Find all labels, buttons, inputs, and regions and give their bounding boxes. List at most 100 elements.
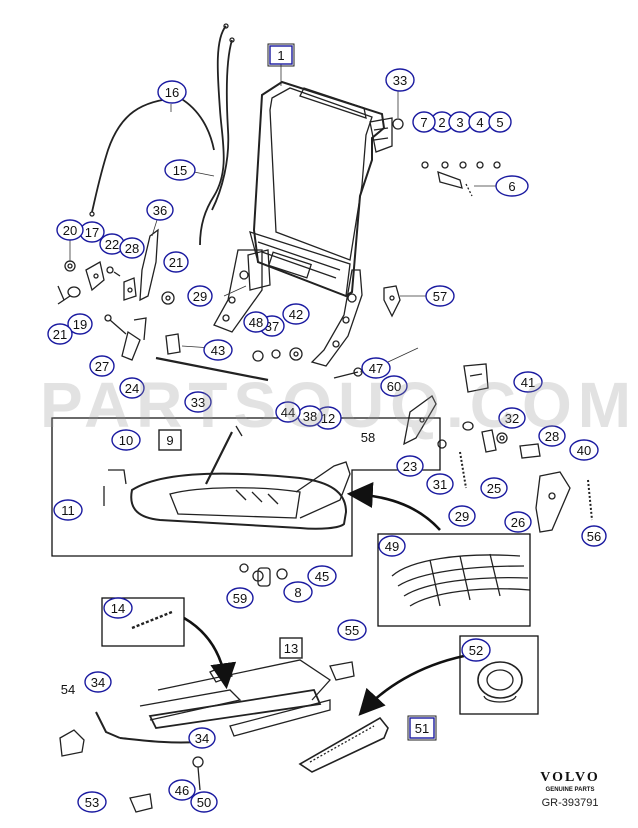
callout-51[interactable]: 51 <box>407 715 437 741</box>
callout-42-label: 42 <box>289 307 303 322</box>
callout-46[interactable]: 46 <box>168 779 196 801</box>
callout-55[interactable]: 55 <box>337 619 367 641</box>
callout-15[interactable]: 15 <box>164 159 196 181</box>
callout-48[interactable]: 48 <box>243 311 269 333</box>
callout-53-label: 53 <box>85 795 99 810</box>
callout-38-label: 38 <box>303 409 317 424</box>
callout-10-label: 10 <box>119 433 133 448</box>
callout-6[interactable]: 6 <box>495 175 529 197</box>
callout-52[interactable]: 52 <box>461 638 491 662</box>
release-cables-part <box>89 23 235 246</box>
callout-56[interactable]: 56 <box>581 525 607 547</box>
callout-45[interactable]: 45 <box>307 565 337 587</box>
callout-21a[interactable]: 21 <box>163 251 189 273</box>
callout-43[interactable]: 43 <box>203 339 233 361</box>
seat-group-frame <box>51 417 441 557</box>
callout-4[interactable]: 4 <box>468 111 492 133</box>
callout-11[interactable]: 11 <box>53 499 83 521</box>
left-mechanism-parts <box>57 228 269 382</box>
callout-43-label: 43 <box>211 343 225 358</box>
callout-11-label: 11 <box>61 503 75 518</box>
callout-50[interactable]: 50 <box>190 791 218 813</box>
callout-40[interactable]: 40 <box>569 439 599 461</box>
callout-20[interactable]: 20 <box>56 219 84 241</box>
callout-1[interactable]: 1 <box>267 43 295 67</box>
callout-55-label: 55 <box>345 623 359 638</box>
callout-17-label: 17 <box>85 225 99 240</box>
callout-32-label: 32 <box>505 411 519 426</box>
callout-26[interactable]: 26 <box>504 511 532 533</box>
callout-59[interactable]: 59 <box>226 587 254 609</box>
callout-53[interactable]: 53 <box>77 791 107 813</box>
callout-31[interactable]: 31 <box>426 473 454 495</box>
callout-group: 1 2 3 4 5 6 7 8 9 10 11 12 13 14 15 16 1… <box>47 43 607 813</box>
callout-33b[interactable]: 33 <box>184 391 212 413</box>
callout-1-label: 1 <box>277 48 284 63</box>
callout-7[interactable]: 7 <box>412 111 436 133</box>
backrest-frame-part <box>213 80 393 367</box>
callout-36[interactable]: 36 <box>146 199 174 221</box>
callout-9[interactable]: 9 <box>158 429 182 451</box>
callout-54-label: 54 <box>61 682 75 697</box>
callout-29a[interactable]: 29 <box>187 285 213 307</box>
callout-5[interactable]: 5 <box>488 111 512 133</box>
mesh-grid-part <box>391 553 531 607</box>
callout-3[interactable]: 3 <box>448 111 472 133</box>
callout-51-label: 51 <box>415 721 429 736</box>
callout-34a[interactable]: 34 <box>84 671 112 693</box>
callout-52-label: 52 <box>469 643 483 658</box>
callout-41[interactable]: 41 <box>513 371 543 393</box>
callout-10[interactable]: 10 <box>111 429 141 451</box>
callout-25[interactable]: 25 <box>480 477 508 499</box>
callout-28b[interactable]: 28 <box>538 425 566 447</box>
callout-33a-label: 33 <box>393 73 407 88</box>
callout-19[interactable]: 19 <box>67 313 93 335</box>
callout-44-label: 44 <box>281 405 295 420</box>
callout-56-label: 56 <box>587 529 601 544</box>
trim-and-knob-part <box>59 661 523 813</box>
callout-19-label: 19 <box>73 317 87 332</box>
callout-13[interactable]: 13 <box>279 637 303 659</box>
callout-47[interactable]: 47 <box>361 357 391 379</box>
callout-8[interactable]: 8 <box>283 581 313 603</box>
callout-24[interactable]: 24 <box>119 377 145 399</box>
callout-54[interactable]: 54 <box>61 682 75 697</box>
right-small-parts <box>383 118 501 318</box>
callout-44[interactable]: 44 <box>275 401 301 423</box>
callout-24-label: 24 <box>125 381 139 396</box>
callout-16[interactable]: 16 <box>157 80 187 104</box>
callout-33a[interactable]: 33 <box>385 68 415 92</box>
callout-57[interactable]: 57 <box>425 285 455 307</box>
callout-34b[interactable]: 34 <box>188 727 216 749</box>
callout-4-label: 4 <box>476 115 483 130</box>
callout-58[interactable]: 58 <box>361 430 375 445</box>
callout-32[interactable]: 32 <box>498 407 526 429</box>
callout-29b[interactable]: 29 <box>448 505 476 527</box>
callout-28a[interactable]: 28 <box>119 237 145 259</box>
callout-27[interactable]: 27 <box>89 355 115 377</box>
callout-34b-label: 34 <box>195 731 209 746</box>
callout-22-label: 22 <box>105 237 119 252</box>
callout-57-label: 57 <box>433 289 447 304</box>
callout-46-label: 46 <box>175 783 189 798</box>
callout-14[interactable]: 14 <box>103 597 133 619</box>
parts-illustration <box>57 23 593 813</box>
callout-23[interactable]: 23 <box>396 455 424 477</box>
reference-arrows <box>183 482 465 716</box>
callout-34a-label: 34 <box>91 675 105 690</box>
callout-26-label: 26 <box>511 515 525 530</box>
knob-frame <box>459 635 539 715</box>
callout-47-label: 47 <box>369 361 383 376</box>
callout-60-label: 60 <box>387 379 401 394</box>
callout-42[interactable]: 42 <box>282 303 310 325</box>
callout-17[interactable]: 17 <box>79 221 105 243</box>
callout-29b-label: 29 <box>455 509 469 524</box>
callout-27-label: 27 <box>95 359 109 374</box>
callout-25-label: 25 <box>487 481 501 496</box>
callout-49[interactable]: 49 <box>378 535 406 557</box>
callout-5-label: 5 <box>496 115 503 130</box>
callout-60[interactable]: 60 <box>380 375 408 397</box>
hinge-fasteners-part <box>252 347 363 379</box>
callout-33b-label: 33 <box>191 395 205 410</box>
callout-21b[interactable]: 21 <box>47 323 73 345</box>
